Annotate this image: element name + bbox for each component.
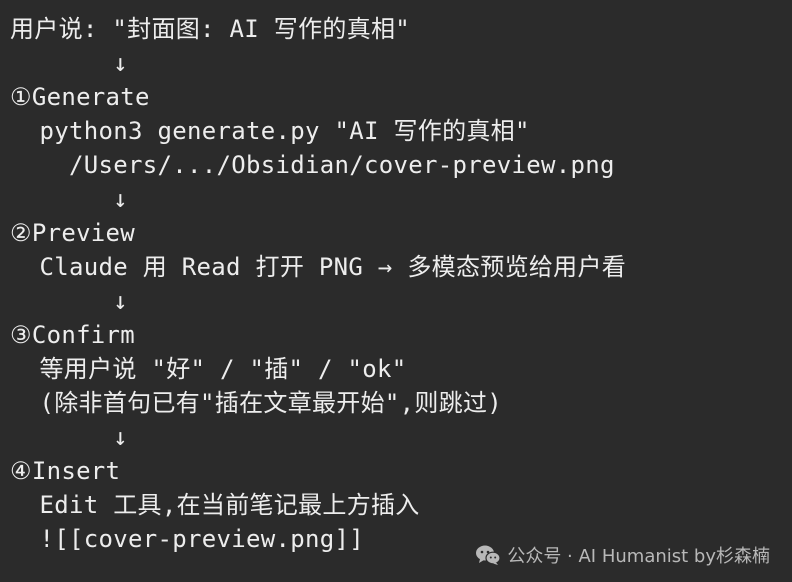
step-confirm-detail: 等用户说 "好" / "插" / "ok" (10, 355, 407, 383)
flow-arrow: ↓ (10, 287, 128, 315)
step-preview-heading: ②Preview (10, 219, 136, 247)
terminal-line-user-prompt: 用户说: "封面图: AI 写作的真相" (10, 15, 411, 43)
flow-arrow: ↓ (10, 185, 128, 213)
watermark: 公众号 · AI Humanist by杉森楠 (475, 542, 770, 568)
step-confirm-exception: (除非首句已有"插在文章最开始",则跳过) (10, 389, 503, 417)
flow-arrow: ↓ (10, 49, 128, 77)
step-insert-detail: Edit 工具,在当前笔记最上方插入 (10, 491, 420, 519)
step-insert-heading: ④Insert (10, 457, 121, 485)
step-insert-embed: ![[cover-preview.png]] (10, 525, 364, 553)
flow-arrow: ↓ (10, 423, 128, 451)
step-generate-heading: ①Generate (10, 83, 150, 111)
wechat-icon (475, 544, 501, 566)
step-generate-output-path: /Users/.../Obsidian/cover-preview.png (10, 151, 615, 179)
step-preview-detail: Claude 用 Read 打开 PNG → 多模态预览给用户看 (10, 253, 627, 281)
watermark-text: 公众号 · AI Humanist by杉森楠 (507, 546, 770, 567)
step-generate-command: python3 generate.py "AI 写作的真相" (10, 117, 530, 145)
step-confirm-heading: ③Confirm (10, 321, 136, 349)
